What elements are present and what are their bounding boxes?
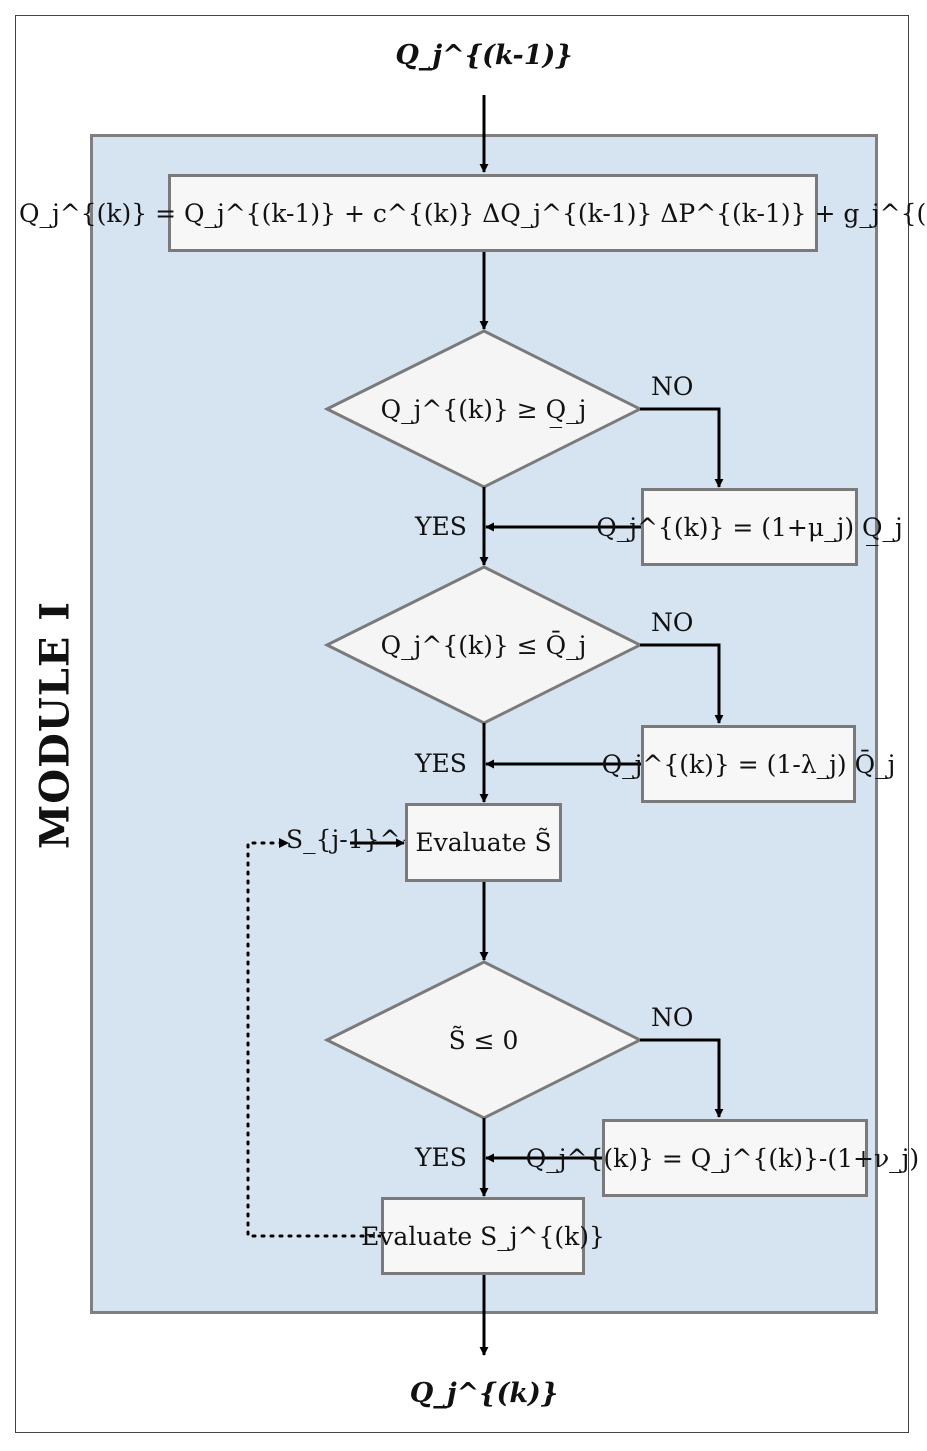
correction-2-text: Q_j^{(k)} = (1-λ_j) Q̄_j — [601, 749, 896, 779]
evaluate-s-text: Evaluate S_j^{(k)} — [361, 1221, 605, 1251]
no-label-3: NO — [651, 1003, 694, 1032]
evaluate-s-tilde-box: Evaluate S̃ — [405, 803, 562, 882]
no-label-1: NO — [651, 372, 694, 401]
feedback-arrowhead — [279, 838, 289, 848]
correction-1-text: Q_j^{(k)} = (1+μ_j) Q̲_j — [596, 512, 903, 542]
update-equation-box: Q_j^{(k)} = Q_j^{(k-1)} + c^{(k)} ΔQ_j^{… — [19, 174, 927, 252]
condition-1-text: Q_j^{(k)} ≥ Q̲_j — [380, 394, 587, 424]
edge-d1-no — [640, 407, 724, 488]
edge-d3-no — [640, 1038, 724, 1118]
yes-label-3: YES — [415, 1143, 467, 1172]
yes-label-1: YES — [415, 512, 467, 541]
condition-3-text: S̃ ≤ 0 — [448, 1025, 519, 1055]
outer-frame — [15, 15, 909, 1433]
correction-3-text: Q_j^{(k)} = Q_j^{(k)}-(1+ν_j) S̃ — [525, 1143, 927, 1173]
condition-2-text: Q_j^{(k)} ≤ Q̄_j — [380, 630, 587, 660]
edge-d2-no — [640, 643, 724, 724]
correction-box-1: Q_j^{(k)} = (1+μ_j) Q̲_j — [596, 488, 903, 566]
input-label: Q_j^{(k-1)} — [395, 40, 573, 71]
correction-box-2: Q_j^{(k)} = (1-λ_j) Q̄_j — [602, 725, 895, 803]
update-equation-text: Q_j^{(k)} = Q_j^{(k-1)} + c^{(k)} ΔQ_j^{… — [18, 198, 927, 228]
evaluate-s-box: Evaluate S_j^{(k)} — [361, 1197, 605, 1275]
no-label-2: NO — [651, 608, 694, 637]
correction-box-3: Q_j^{(k)} = Q_j^{(k)}-(1+ν_j) S̃ — [526, 1119, 927, 1197]
evaluate-s-tilde-text: Evaluate S̃ — [415, 828, 552, 857]
yes-label-2: YES — [415, 749, 467, 778]
edge-feedback-dotted — [246, 841, 383, 1238]
output-label: Q_j^{(k)} — [409, 1378, 559, 1409]
